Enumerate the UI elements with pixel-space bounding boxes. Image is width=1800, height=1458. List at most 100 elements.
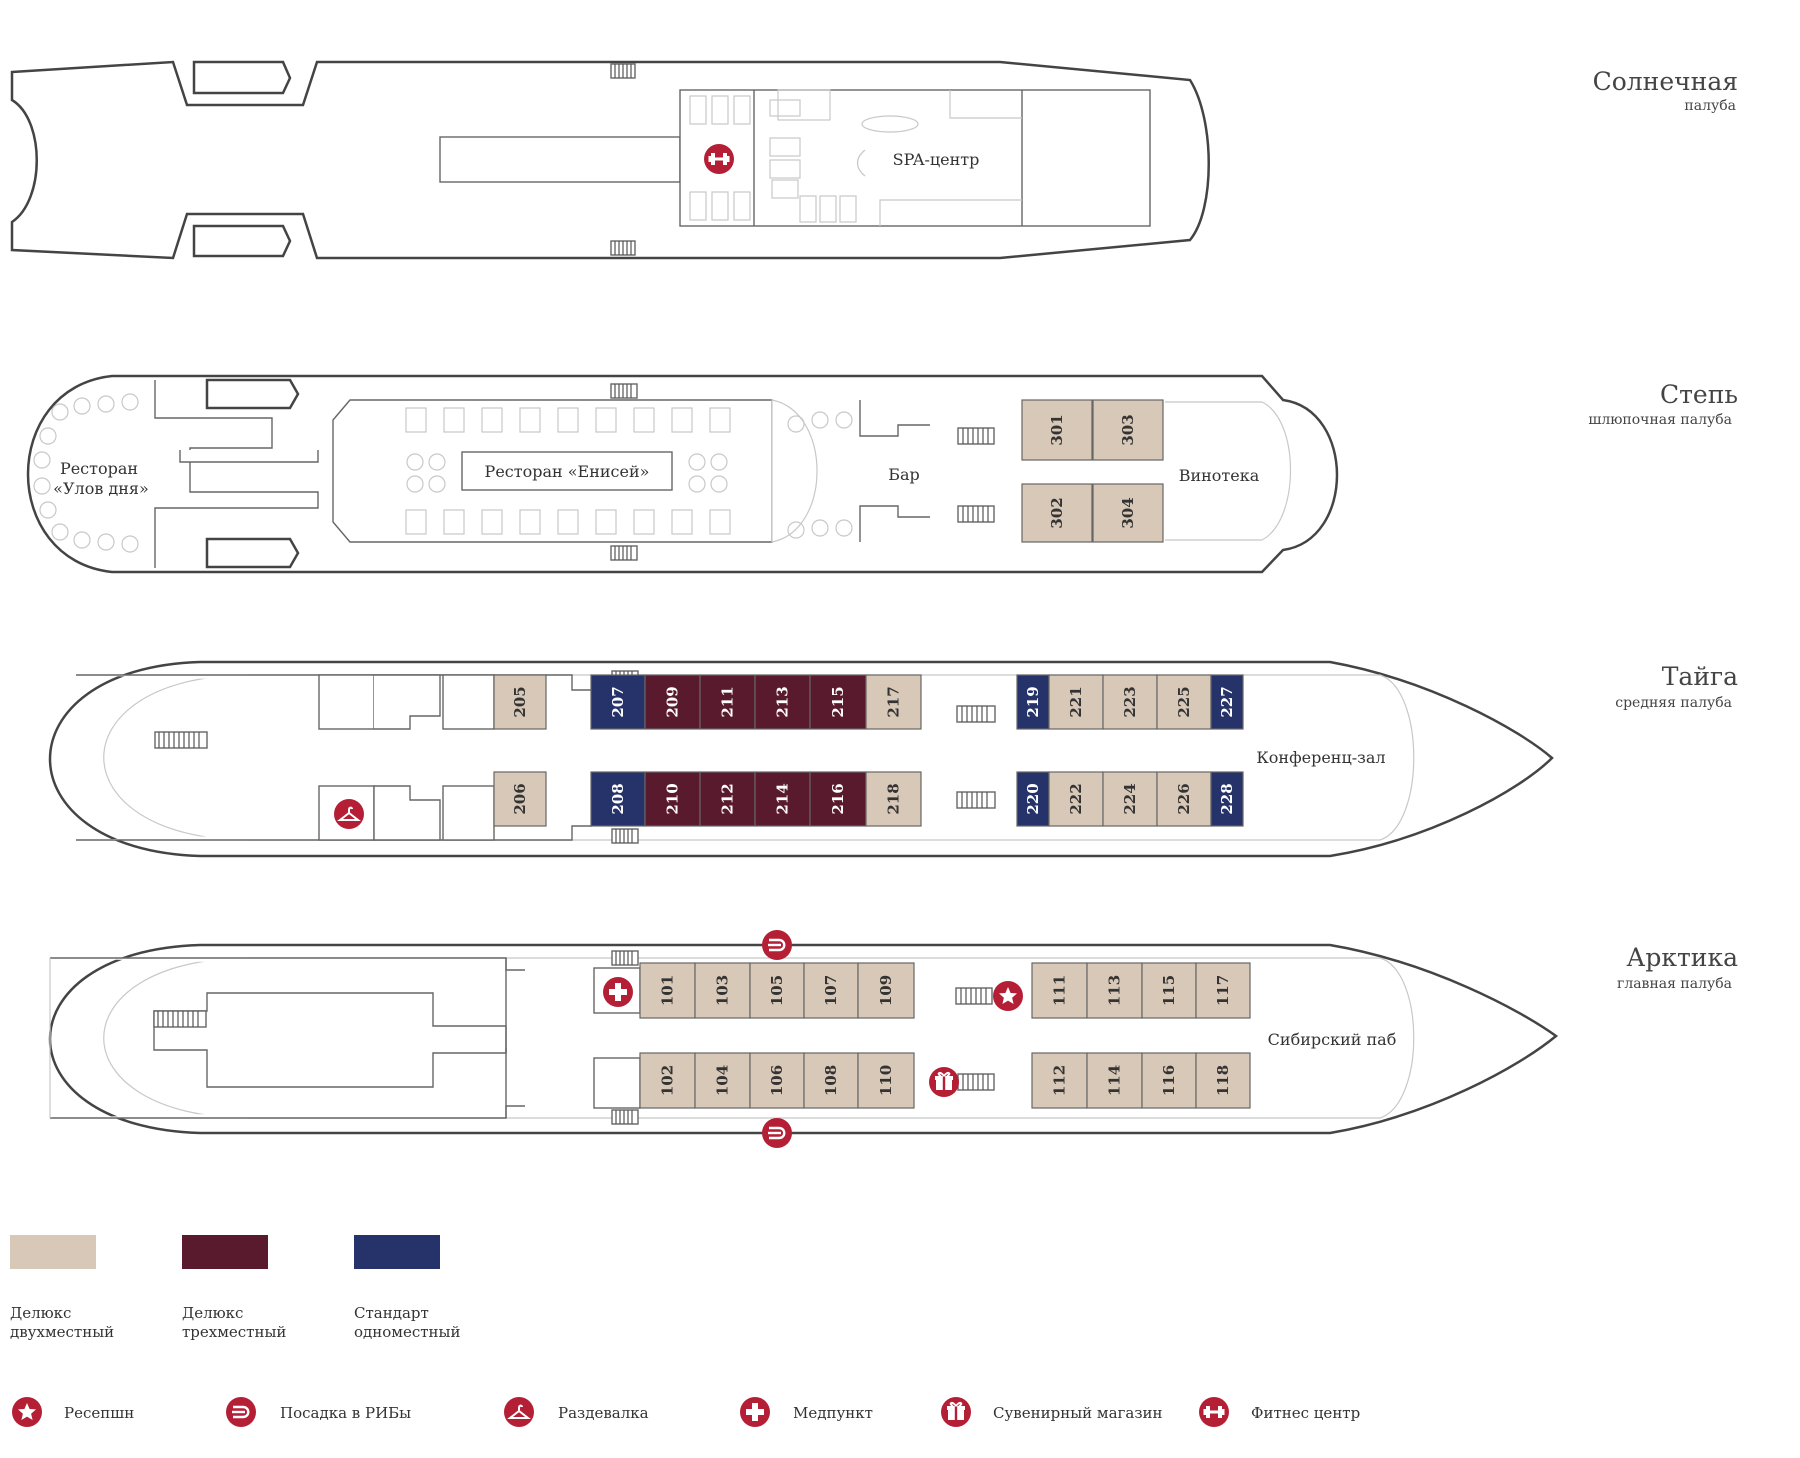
cabin-304[interactable] xyxy=(1092,483,1164,543)
legend-icon-label: Сувенирный магазин xyxy=(993,1404,1163,1422)
cabin-number: 111 xyxy=(1051,975,1069,1006)
legend-swatch-standard-single xyxy=(354,1235,440,1269)
legend-label-line1: Стандарт xyxy=(354,1304,429,1322)
gift-icon xyxy=(928,1066,960,1098)
cabin-214[interactable] xyxy=(754,771,811,827)
cabin-number: 206 xyxy=(511,783,529,814)
legend-label-line1: Делюкс xyxy=(182,1304,243,1322)
legend-swatch-deluxe-double xyxy=(10,1235,96,1269)
cabin-number: 106 xyxy=(768,1065,786,1096)
cabin-104[interactable] xyxy=(694,1052,751,1109)
cabin-228[interactable] xyxy=(1210,771,1244,827)
cabin-number: 216 xyxy=(829,783,847,814)
cabin-303[interactable] xyxy=(1092,399,1164,461)
cabin-221[interactable] xyxy=(1048,674,1104,730)
cabin-213[interactable] xyxy=(754,674,811,730)
legend-swatch-deluxe-triple xyxy=(182,1235,268,1269)
cabin-220[interactable] xyxy=(1016,771,1050,827)
cabin-number: 208 xyxy=(609,783,627,814)
boat-icon xyxy=(225,1396,257,1428)
cabin-113[interactable] xyxy=(1086,962,1143,1019)
cabin-number: 112 xyxy=(1051,1065,1069,1096)
cabin-110[interactable] xyxy=(857,1052,915,1109)
cabin-205[interactable] xyxy=(493,674,547,730)
cabin-115[interactable] xyxy=(1141,962,1197,1019)
cabin-number: 302 xyxy=(1048,497,1066,528)
star-icon xyxy=(12,1397,42,1427)
cabin-117[interactable] xyxy=(1195,962,1251,1019)
deck-subtitle-step: шлюпочная палуба xyxy=(1588,412,1732,428)
cabin-216[interactable] xyxy=(809,771,867,827)
cabin-number: 101 xyxy=(659,975,677,1006)
legend: Делюкс двухместный Делюкс трехместный Ст… xyxy=(10,1235,1360,1428)
legend-icon-label: Фитнес центр xyxy=(1251,1404,1360,1422)
cabin-number: 107 xyxy=(822,975,840,1006)
cabin-109[interactable] xyxy=(857,962,915,1019)
cabin-225[interactable] xyxy=(1156,674,1212,730)
cabin-number: 226 xyxy=(1175,783,1193,814)
legend-label-line2: одноместный xyxy=(354,1323,460,1341)
deck-title-sun: Солнечная xyxy=(1593,67,1738,96)
cabin-224[interactable] xyxy=(1102,771,1158,827)
restaurant-catch-label-1: Ресторан xyxy=(60,459,138,478)
cabin-208[interactable] xyxy=(590,771,646,827)
cabin-number: 209 xyxy=(664,686,682,717)
cabin-302[interactable] xyxy=(1021,483,1093,543)
dumbbell-icon xyxy=(1199,1397,1229,1427)
cabin-226[interactable] xyxy=(1156,771,1212,827)
cabin-102[interactable] xyxy=(639,1052,696,1109)
deck-title-taiga: Тайга xyxy=(1662,662,1738,691)
cabin-116[interactable] xyxy=(1141,1052,1197,1109)
cabin-108[interactable] xyxy=(803,1052,859,1109)
cabin-209[interactable] xyxy=(644,674,701,730)
cabin-227[interactable] xyxy=(1210,674,1244,730)
cabin-223[interactable] xyxy=(1102,674,1158,730)
cabin-206[interactable] xyxy=(493,771,547,827)
cabin-222[interactable] xyxy=(1048,771,1104,827)
cabin-number: 222 xyxy=(1067,783,1085,814)
cabin-207[interactable] xyxy=(590,674,646,730)
wine-label: Винотека xyxy=(1179,466,1260,485)
cabin-number: 114 xyxy=(1106,1065,1124,1096)
cabin-number: 210 xyxy=(664,783,682,814)
cabin-114[interactable] xyxy=(1086,1052,1143,1109)
cabin-218[interactable] xyxy=(865,771,922,827)
cabin-number: 104 xyxy=(714,1065,732,1096)
cabin-217[interactable] xyxy=(865,674,922,730)
cabin-106[interactable] xyxy=(749,1052,805,1109)
cabin-number: 205 xyxy=(511,686,529,717)
cabin-number: 115 xyxy=(1160,975,1178,1006)
hanger-icon xyxy=(333,798,365,830)
cabin-number: 118 xyxy=(1214,1065,1232,1096)
cabin-210[interactable] xyxy=(644,771,701,827)
cabin-111[interactable] xyxy=(1031,962,1088,1019)
cabin-number: 213 xyxy=(774,686,792,717)
cabin-number: 109 xyxy=(877,975,895,1006)
hanger-icon xyxy=(503,1396,535,1428)
cabin-211[interactable] xyxy=(699,674,756,730)
cabin-number: 207 xyxy=(609,686,627,717)
cross-icon xyxy=(740,1397,770,1427)
legend-label-line1: Делюкс xyxy=(10,1304,71,1322)
cabin-105[interactable] xyxy=(749,962,805,1019)
cabin-number: 301 xyxy=(1048,414,1066,445)
deck-subtitle-taiga: средняя палуба xyxy=(1615,695,1732,711)
cabin-number: 215 xyxy=(829,686,847,717)
boat-icon xyxy=(761,929,793,961)
cabin-number: 219 xyxy=(1024,686,1042,717)
deck-title-step: Степь xyxy=(1660,380,1738,409)
cabin-107[interactable] xyxy=(803,962,859,1019)
cabin-number: 117 xyxy=(1214,975,1232,1006)
cabin-number: 214 xyxy=(774,783,792,814)
cabin-212[interactable] xyxy=(699,771,756,827)
legend-label-line2: двухместный xyxy=(10,1323,114,1341)
cabin-301[interactable] xyxy=(1021,399,1093,461)
cabin-118[interactable] xyxy=(1195,1052,1251,1109)
conference-label: Конференц-зал xyxy=(1256,748,1385,767)
restaurant-yenisei-label: Ресторан «Енисей» xyxy=(485,462,650,481)
cabin-112[interactable] xyxy=(1031,1052,1088,1109)
bar-label: Бар xyxy=(888,465,920,484)
cabin-number: 110 xyxy=(877,1065,895,1096)
